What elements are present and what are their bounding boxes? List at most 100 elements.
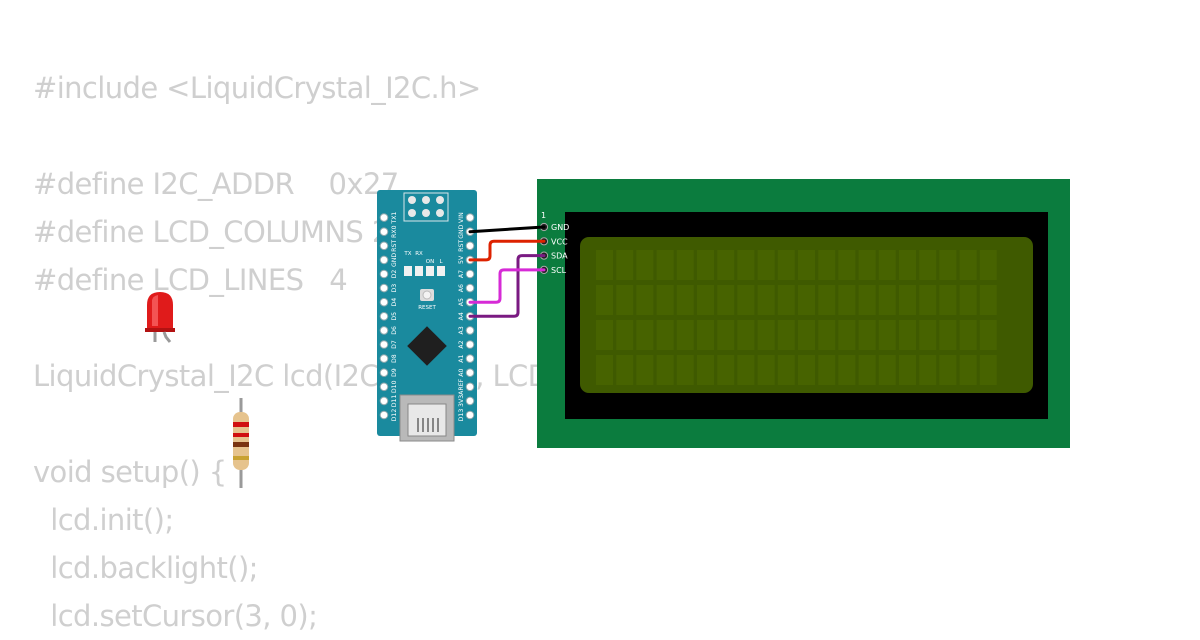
icsp-pin <box>436 209 444 217</box>
lcd-cell <box>757 355 775 385</box>
lcd-cell <box>757 320 775 350</box>
led-label: RX <box>415 251 423 257</box>
pin-a6[interactable] <box>465 283 475 293</box>
pin-a1[interactable] <box>465 354 475 363</box>
lcd-cell <box>737 285 755 315</box>
lcd-cell <box>939 250 957 280</box>
pin-tx1[interactable] <box>379 213 389 222</box>
pin-d13[interactable] <box>465 410 475 420</box>
pin-label: A1 <box>458 354 465 362</box>
pin-d9[interactable] <box>379 368 389 378</box>
code-line: void setup() { <box>33 455 227 489</box>
lcd-cell <box>878 285 896 315</box>
pin-d7[interactable] <box>379 340 389 349</box>
pin-label: D2 <box>391 270 398 279</box>
lcd-cell <box>919 250 937 280</box>
pin-d2[interactable] <box>379 269 389 279</box>
pin-label: TX1 <box>391 212 398 225</box>
lcd-cell <box>919 285 937 315</box>
pin-label: AREF <box>458 378 465 394</box>
lcd-cell <box>616 355 634 385</box>
code-line: #include <LiquidCrystal_I2C.h> <box>33 71 481 105</box>
lcd-pin-label: GND <box>551 223 569 232</box>
pin-a3[interactable] <box>465 326 475 335</box>
pin-rx0[interactable] <box>379 227 389 236</box>
lcd-cell <box>858 355 876 385</box>
lcd-cell <box>979 250 997 280</box>
pin-d10[interactable] <box>379 382 389 392</box>
lcd-cell <box>717 320 735 350</box>
lcd-cell <box>656 285 674 315</box>
pin-3v3[interactable] <box>465 396 475 406</box>
lcd-cell <box>959 285 977 315</box>
pin-a2[interactable] <box>465 340 475 349</box>
icsp-pin <box>408 209 416 217</box>
lcd-cell <box>878 250 896 280</box>
lcd-cell <box>616 285 634 315</box>
pin-a0[interactable] <box>465 368 475 378</box>
pin-aref[interactable] <box>465 382 475 392</box>
pin-d4[interactable] <box>379 297 389 307</box>
reset-label: RESET <box>418 305 436 311</box>
pin-label: D5 <box>391 312 398 321</box>
resistor[interactable] <box>233 398 249 488</box>
wire-gnd[interactable] <box>468 225 546 234</box>
red-led[interactable] <box>145 292 175 343</box>
lcd-cell <box>676 250 694 280</box>
lcd-cell <box>878 355 896 385</box>
pin-d8[interactable] <box>379 354 389 363</box>
lcd-cell <box>636 250 654 280</box>
wire-vcc[interactable] <box>468 239 546 262</box>
code-line: #define I2C_ADDR 0x27 <box>33 167 399 201</box>
lcd-cell <box>596 355 613 385</box>
lcd-cell <box>818 355 836 385</box>
wires <box>468 225 546 318</box>
pin-label: A6 <box>458 284 465 292</box>
led-label: TX <box>403 251 411 257</box>
pin-label: D6 <box>391 326 398 335</box>
pin-label: A4 <box>458 312 465 320</box>
code-line: #define LCD_LINES 4 <box>33 263 348 297</box>
pin-label: D12 <box>391 409 398 422</box>
lcd-cell <box>979 285 997 315</box>
pin-d3[interactable] <box>379 283 389 293</box>
pin-rst[interactable] <box>465 241 475 251</box>
pin-d6[interactable] <box>379 326 389 335</box>
pin-d12[interactable] <box>379 410 389 420</box>
lcd-cell <box>939 320 957 350</box>
icsp-pin <box>422 196 430 204</box>
lcd-pin-label: SCL <box>551 266 567 275</box>
code-line: lcd.init(); <box>33 503 174 537</box>
lcd-cell <box>858 285 876 315</box>
pin-label: RX0 <box>391 225 398 238</box>
lcd-cell <box>596 250 613 280</box>
lcd-cell <box>979 320 997 350</box>
pin-vin[interactable] <box>465 213 475 222</box>
pin-rst[interactable] <box>379 241 389 251</box>
pin-d11[interactable] <box>379 396 389 406</box>
wire-sda[interactable] <box>468 254 546 318</box>
pin-a7[interactable] <box>465 269 475 279</box>
code-line: lcd.setCursor(3, 0); <box>33 599 318 633</box>
led-label: L <box>439 259 443 265</box>
lcd-cell <box>939 355 957 385</box>
wire-scl[interactable] <box>468 268 546 304</box>
pin-label: A7 <box>458 270 465 278</box>
pin-gnd[interactable] <box>379 255 389 265</box>
lcd-cell <box>979 355 997 385</box>
lcd-cell <box>919 320 937 350</box>
pin-d5[interactable] <box>379 312 389 321</box>
lcd-cell <box>656 355 674 385</box>
pin-label: D9 <box>391 368 398 377</box>
pin-label: D10 <box>391 380 398 393</box>
lcd-cell <box>818 285 836 315</box>
lcd-pin1-label: 1 <box>541 211 546 220</box>
lcd-cell <box>757 285 775 315</box>
lcd-cell <box>616 250 634 280</box>
lcd-cell <box>777 250 795 280</box>
lcd-cell <box>838 355 856 385</box>
lcd-cell <box>798 355 815 385</box>
